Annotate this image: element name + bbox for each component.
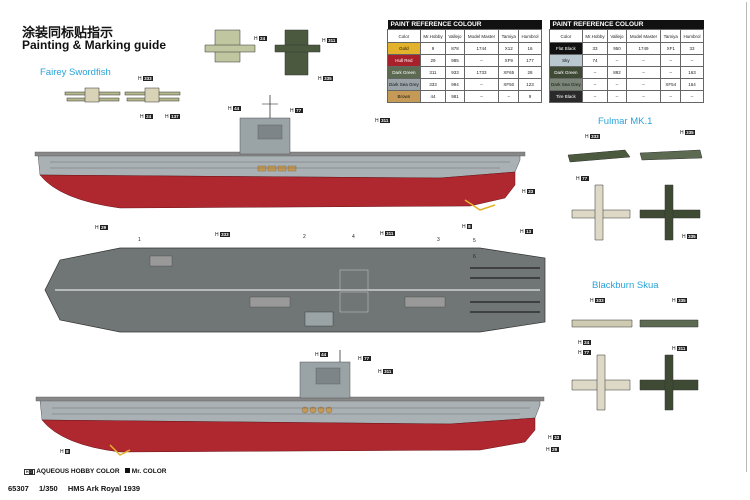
deck-number: 6 <box>473 254 476 260</box>
paint-value-cell: – <box>581 90 609 103</box>
col-humbrol: Humbrol <box>680 29 704 43</box>
footer-code: 65307 <box>8 484 29 493</box>
swordfish-biplanes <box>64 29 321 103</box>
page-frame <box>2 2 747 472</box>
paint-table-left-heading: PAINT REFERENCE COLOUR <box>387 20 542 30</box>
paint-table-right: PAINT REFERENCE COLOUR Color Mr.Hobby Va… <box>549 20 704 103</box>
paint-swatch-cell: Flat Black <box>549 42 583 55</box>
legend-aqueous: AQUEOUS HOBBY COLOR <box>36 468 120 475</box>
paint-row: Tire Black––––– <box>549 90 704 103</box>
deck-number: 3 <box>437 237 440 243</box>
ship-profile-bottom <box>35 350 545 456</box>
footer: 65307 1/350 HMS Ark Royal 1939 <box>8 484 148 493</box>
paint-swatch-cell: Brown <box>387 90 421 103</box>
deck-number: 2 <box>303 234 306 240</box>
paint-value-cell: – <box>463 90 500 103</box>
deck-number: 4 <box>352 234 355 240</box>
paint-table-right-heading: PAINT REFERENCE COLOUR <box>549 20 704 30</box>
section-fulmar: Fulmar MK.1 <box>598 116 653 127</box>
paint-table-left: PAINT REFERENCE COLOUR Color Mr.Hobby Va… <box>387 20 542 103</box>
legend-mrcolor-swatch <box>124 468 130 473</box>
legend: H□ AQUEOUS HOBBY COLOR Mr. COLOR <box>24 468 166 475</box>
flight-deck-plan <box>44 247 546 333</box>
paint-value-cell: – <box>625 90 662 103</box>
paint-value-cell: 28 <box>518 66 542 79</box>
footer-scale: 1/350 <box>38 484 58 493</box>
section-skua: Blackburn Skua <box>592 280 659 291</box>
legend-h-badge: H□ <box>24 469 35 475</box>
paint-value-cell: 44 <box>419 90 447 103</box>
paint-swatch-cell: Dark Green <box>549 66 583 79</box>
paint-value-cell: 981 <box>445 90 465 103</box>
footer-name: HMS Ark Royal 1939 <box>67 484 141 493</box>
paint-swatch-cell: Gold <box>387 42 421 55</box>
skua-aircraft <box>571 319 699 411</box>
fulmar-aircraft <box>567 149 703 241</box>
deck-number: 5 <box>473 238 476 244</box>
section-swordfish: Fairey Swordfish <box>40 67 111 78</box>
paint-swatch-cell: Sky <box>549 54 583 67</box>
deck-number: 1 <box>138 237 141 243</box>
ship-profile-top <box>34 95 526 211</box>
paint-swatch-cell: Tire Black <box>549 90 583 103</box>
title-english: Painting & Marking guide <box>22 38 167 52</box>
title-chinese: 涂装同标贴指示 <box>22 25 114 40</box>
legend-mrcolor: Mr. COLOR <box>131 468 167 475</box>
paint-value-cell: – <box>680 90 704 103</box>
paint-value-cell: 9 <box>518 90 542 103</box>
